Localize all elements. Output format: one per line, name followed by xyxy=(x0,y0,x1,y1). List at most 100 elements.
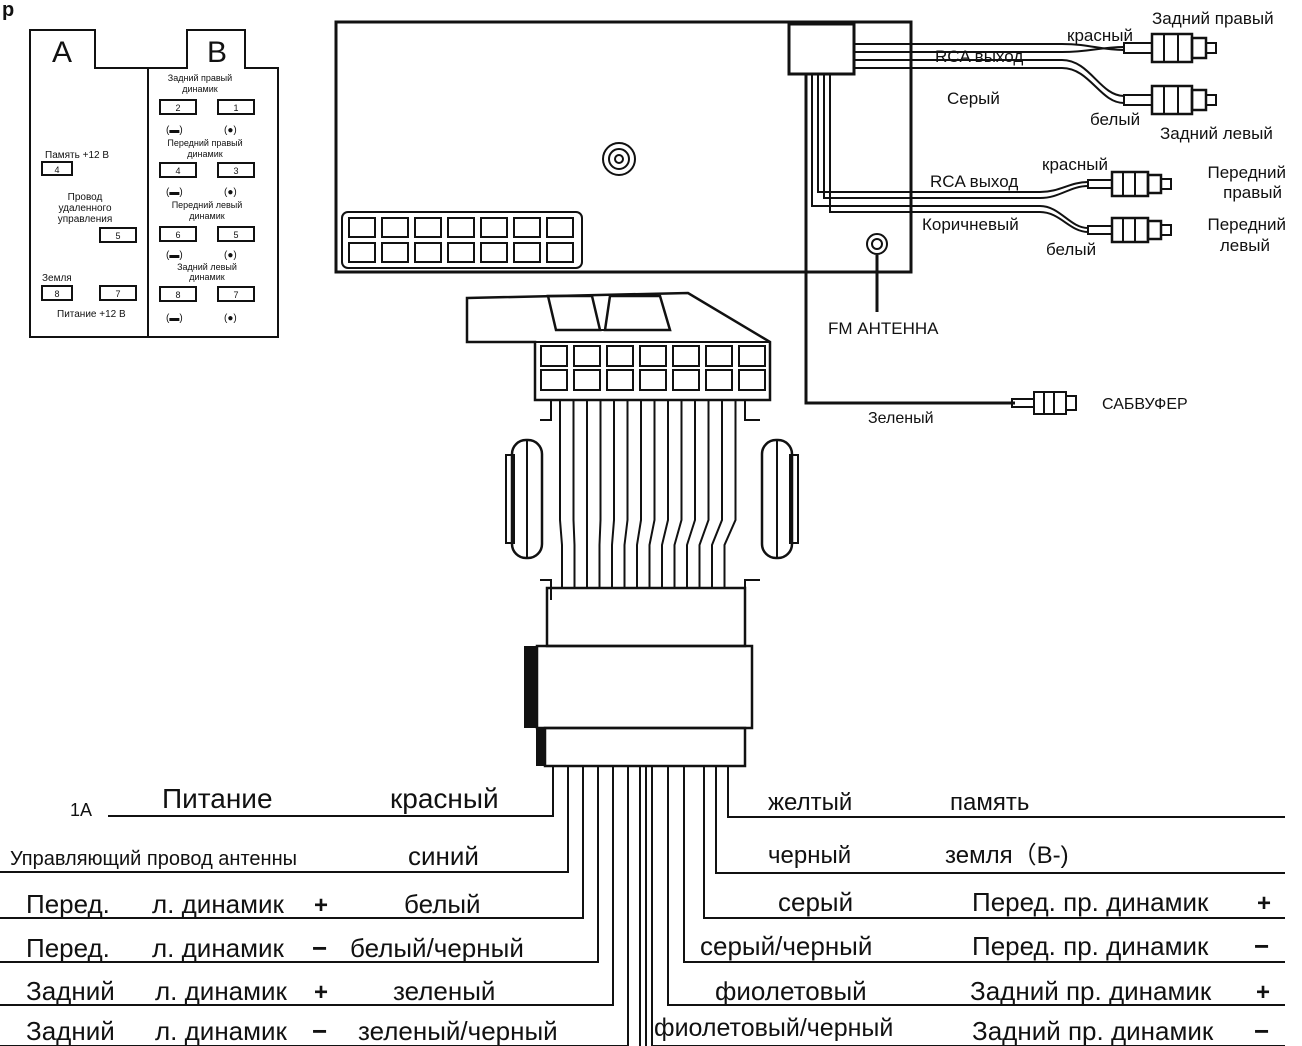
cable-clip-right xyxy=(744,400,799,600)
wire-function-rear-left-a: Задний xyxy=(26,976,115,1006)
harness-wire xyxy=(648,400,656,588)
a-remote-label: удаленного xyxy=(58,203,111,214)
plug-pin xyxy=(705,345,733,367)
wire-function-front-left-a: Перед. xyxy=(26,889,110,919)
sign-minus: − xyxy=(1254,1016,1269,1046)
sign-minus: − xyxy=(1254,931,1269,961)
wire-function-ground: земля（B-) xyxy=(945,842,1069,869)
b-rear-right-label: динамик xyxy=(182,84,217,94)
rca-rear-red-label: красный xyxy=(1067,26,1133,45)
wire-function-front-left-b: л. динамик xyxy=(152,889,285,919)
a-power-label: Питание +12 В xyxy=(57,309,126,320)
b-minus: (▬) xyxy=(166,187,183,198)
harness-wire xyxy=(673,400,683,588)
rca-rear-output-label: RCA выход xyxy=(935,47,1023,66)
a-remote-label: управления xyxy=(58,214,113,225)
b-pin-2: 2 xyxy=(175,103,180,113)
b-front-left-label: динамик xyxy=(189,211,224,221)
wire-color-white-black: белый/черный xyxy=(350,933,524,963)
socket-pin xyxy=(447,217,475,238)
rca-rear-left-title: Задний левый xyxy=(1160,124,1273,143)
output-wires xyxy=(0,766,1285,1046)
rca-front-wire-label: Коричневый xyxy=(922,215,1019,234)
rca-front-left-title: Передний xyxy=(1207,215,1286,234)
socket-pin xyxy=(381,242,409,263)
a-remote-label: Провод xyxy=(68,192,103,203)
wire-function-power: Питание xyxy=(162,783,273,814)
output-wire xyxy=(727,766,1285,818)
socket-pin xyxy=(447,242,475,263)
socket-pin xyxy=(480,217,508,238)
sign-plus: + xyxy=(1257,890,1271,917)
harness-wire xyxy=(559,400,563,588)
wire-function-front-right: Перед. пр. динамик xyxy=(972,887,1209,917)
wire-function-rear-right: Задний пр. динамик xyxy=(970,976,1212,1006)
wire-color-green: зеленый xyxy=(393,976,495,1006)
plug-pin xyxy=(639,369,667,391)
socket-pin xyxy=(480,242,508,263)
wire-function-front-right: Перед. пр. динамик xyxy=(972,931,1209,961)
harness-wire xyxy=(572,400,576,588)
socket-pin xyxy=(513,242,541,263)
rca-front-right-plug xyxy=(1087,170,1172,198)
b-pin-8: 8 xyxy=(175,290,180,300)
wire-color-black: черный xyxy=(768,842,851,869)
a-ground-label: Земля xyxy=(42,273,72,284)
fm-antenna-label: FM АНТЕННА xyxy=(828,319,939,338)
rca-front-red-label: красный xyxy=(1042,155,1108,174)
rca-front-left-title: левый xyxy=(1220,236,1270,255)
socket-pin xyxy=(546,242,574,263)
harness-wire xyxy=(623,400,629,588)
b-rear-left-label: динамик xyxy=(189,272,224,282)
plug-pin xyxy=(573,369,601,391)
output-wire xyxy=(715,766,1285,874)
sign-plus: + xyxy=(314,979,328,1006)
fuse-label: 1A xyxy=(70,800,92,820)
wire-color-violet: фиолетовый xyxy=(715,976,867,1006)
harness-wire xyxy=(636,400,642,588)
subwoofer-wire-label: Зеленый xyxy=(868,410,934,427)
harness-wires xyxy=(559,400,737,588)
plug-pin xyxy=(540,369,568,391)
harness-wire xyxy=(686,400,696,588)
plug-pin xyxy=(672,369,700,391)
subwoofer-rca-plug xyxy=(1011,391,1077,415)
socket-pin xyxy=(414,242,442,263)
wire-function-antenna-control: Управляющий провод антенны xyxy=(10,848,297,870)
socket-pin xyxy=(546,217,574,238)
b-pin-3: 3 xyxy=(233,166,238,176)
output-wire xyxy=(651,766,1285,1046)
wire-function-rear-left-b: л. динамик xyxy=(155,976,288,1006)
b-pin-1: 1 xyxy=(233,103,238,113)
output-wire xyxy=(703,766,1285,919)
iso-plug-pins xyxy=(540,345,766,391)
b-minus: (▬) xyxy=(166,125,183,136)
sign-minus: − xyxy=(312,933,327,963)
wire-color-gray: серый xyxy=(778,887,853,917)
wire-function-memory: память xyxy=(950,789,1029,816)
harness-junction-block xyxy=(524,586,754,768)
rca-rear-right-plug xyxy=(1123,32,1217,64)
harness-wire xyxy=(698,400,710,588)
rca-rear-right-title: Задний правый xyxy=(1152,9,1274,28)
output-wire xyxy=(108,766,554,817)
cable-clip-left xyxy=(505,400,552,600)
harness-wire xyxy=(611,400,615,588)
output-wire xyxy=(683,766,1285,963)
connector-a-letter: A xyxy=(52,36,72,69)
output-wire xyxy=(0,766,599,963)
rca-front-white-label: белый xyxy=(1046,240,1096,259)
b-pin-7: 7 xyxy=(233,290,238,300)
b-pin-4: 4 xyxy=(175,166,180,176)
harness-wire xyxy=(723,400,737,588)
pinout-panel: A B Память +12 В 4 Провод удаленного упр… xyxy=(29,29,279,338)
sign-plus: + xyxy=(1256,979,1270,1006)
plug-pin xyxy=(738,369,766,391)
b-plus: (●) xyxy=(224,313,237,324)
plug-pin xyxy=(573,345,601,367)
b-minus: (▬) xyxy=(166,313,183,324)
output-wire xyxy=(667,766,1285,1006)
corner-mark: р xyxy=(2,0,14,21)
b-front-right-label: Передний правый xyxy=(167,138,242,148)
plug-pin xyxy=(639,345,667,367)
